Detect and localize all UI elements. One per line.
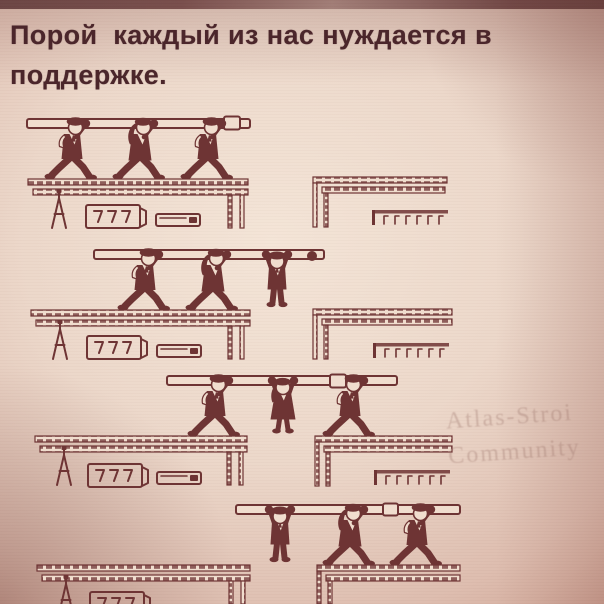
caption: Порой каждый из нас нуждается в поддержк…	[10, 15, 492, 95]
flat-box	[156, 471, 202, 485]
crate	[89, 591, 151, 604]
flat-box	[155, 213, 201, 227]
panel-2	[30, 248, 453, 360]
beam-end-knob	[307, 251, 317, 261]
scaffold-platform-right	[314, 435, 453, 487]
panel-1	[26, 115, 449, 229]
bracket-shelf	[372, 342, 450, 359]
bracket-shelf	[371, 209, 449, 226]
panel-4	[36, 502, 461, 604]
caption-line-1: Порой каждый из нас нуждается в	[10, 20, 492, 50]
crate	[85, 204, 147, 229]
beam-coupling	[223, 115, 241, 131]
scaffold-platform-right	[312, 176, 448, 228]
scaffold-platform-left	[34, 435, 248, 486]
scaffold-platform-right	[312, 308, 453, 360]
worker-middle-woman-hanging	[268, 376, 298, 433]
flat-box	[156, 344, 202, 358]
worker-rear-man-hanging	[265, 505, 295, 562]
beam-coupling	[382, 502, 399, 517]
beam-coupling	[329, 373, 347, 389]
panel-3	[34, 373, 453, 488]
crate	[86, 335, 148, 360]
caption-line-2: поддержке.	[10, 60, 168, 90]
worker-lead-man-hanging	[262, 250, 292, 307]
scaffold-platform-left	[30, 309, 251, 360]
crate	[87, 463, 149, 488]
scaffold-platform-left	[36, 564, 251, 604]
scaffold-platform-right	[316, 564, 461, 604]
scaffold-platform-left	[27, 178, 249, 229]
bracket-shelf	[373, 469, 451, 486]
